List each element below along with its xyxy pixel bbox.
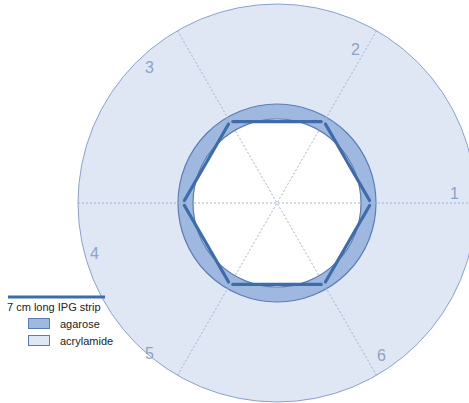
sector-number: 4 — [90, 246, 99, 262]
ipg-strip — [184, 124, 228, 201]
sector-number: 2 — [351, 42, 360, 58]
legend-text: agarose — [60, 319, 100, 330]
ipg-strip — [325, 124, 369, 201]
ipg-strips — [184, 122, 369, 285]
legend-text: acrylamide — [60, 336, 113, 347]
sector-number: 1 — [450, 186, 459, 202]
sector-number: 5 — [145, 346, 154, 362]
legend-swatch — [28, 318, 50, 329]
sector-number: 6 — [377, 348, 386, 364]
ipg-strip — [184, 205, 228, 282]
acrylamide-disc — [78, 4, 469, 402]
ipg-strip — [233, 120, 321, 123]
legend-swatch — [28, 335, 50, 346]
sector-number: 3 — [145, 60, 154, 76]
legend-strip-sample — [8, 295, 105, 298]
ipg-strip — [233, 283, 321, 286]
legend-text: 7 cm long IPG strip — [7, 302, 101, 313]
ipg-strip — [325, 205, 369, 282]
sector-lines — [78, 31, 469, 376]
